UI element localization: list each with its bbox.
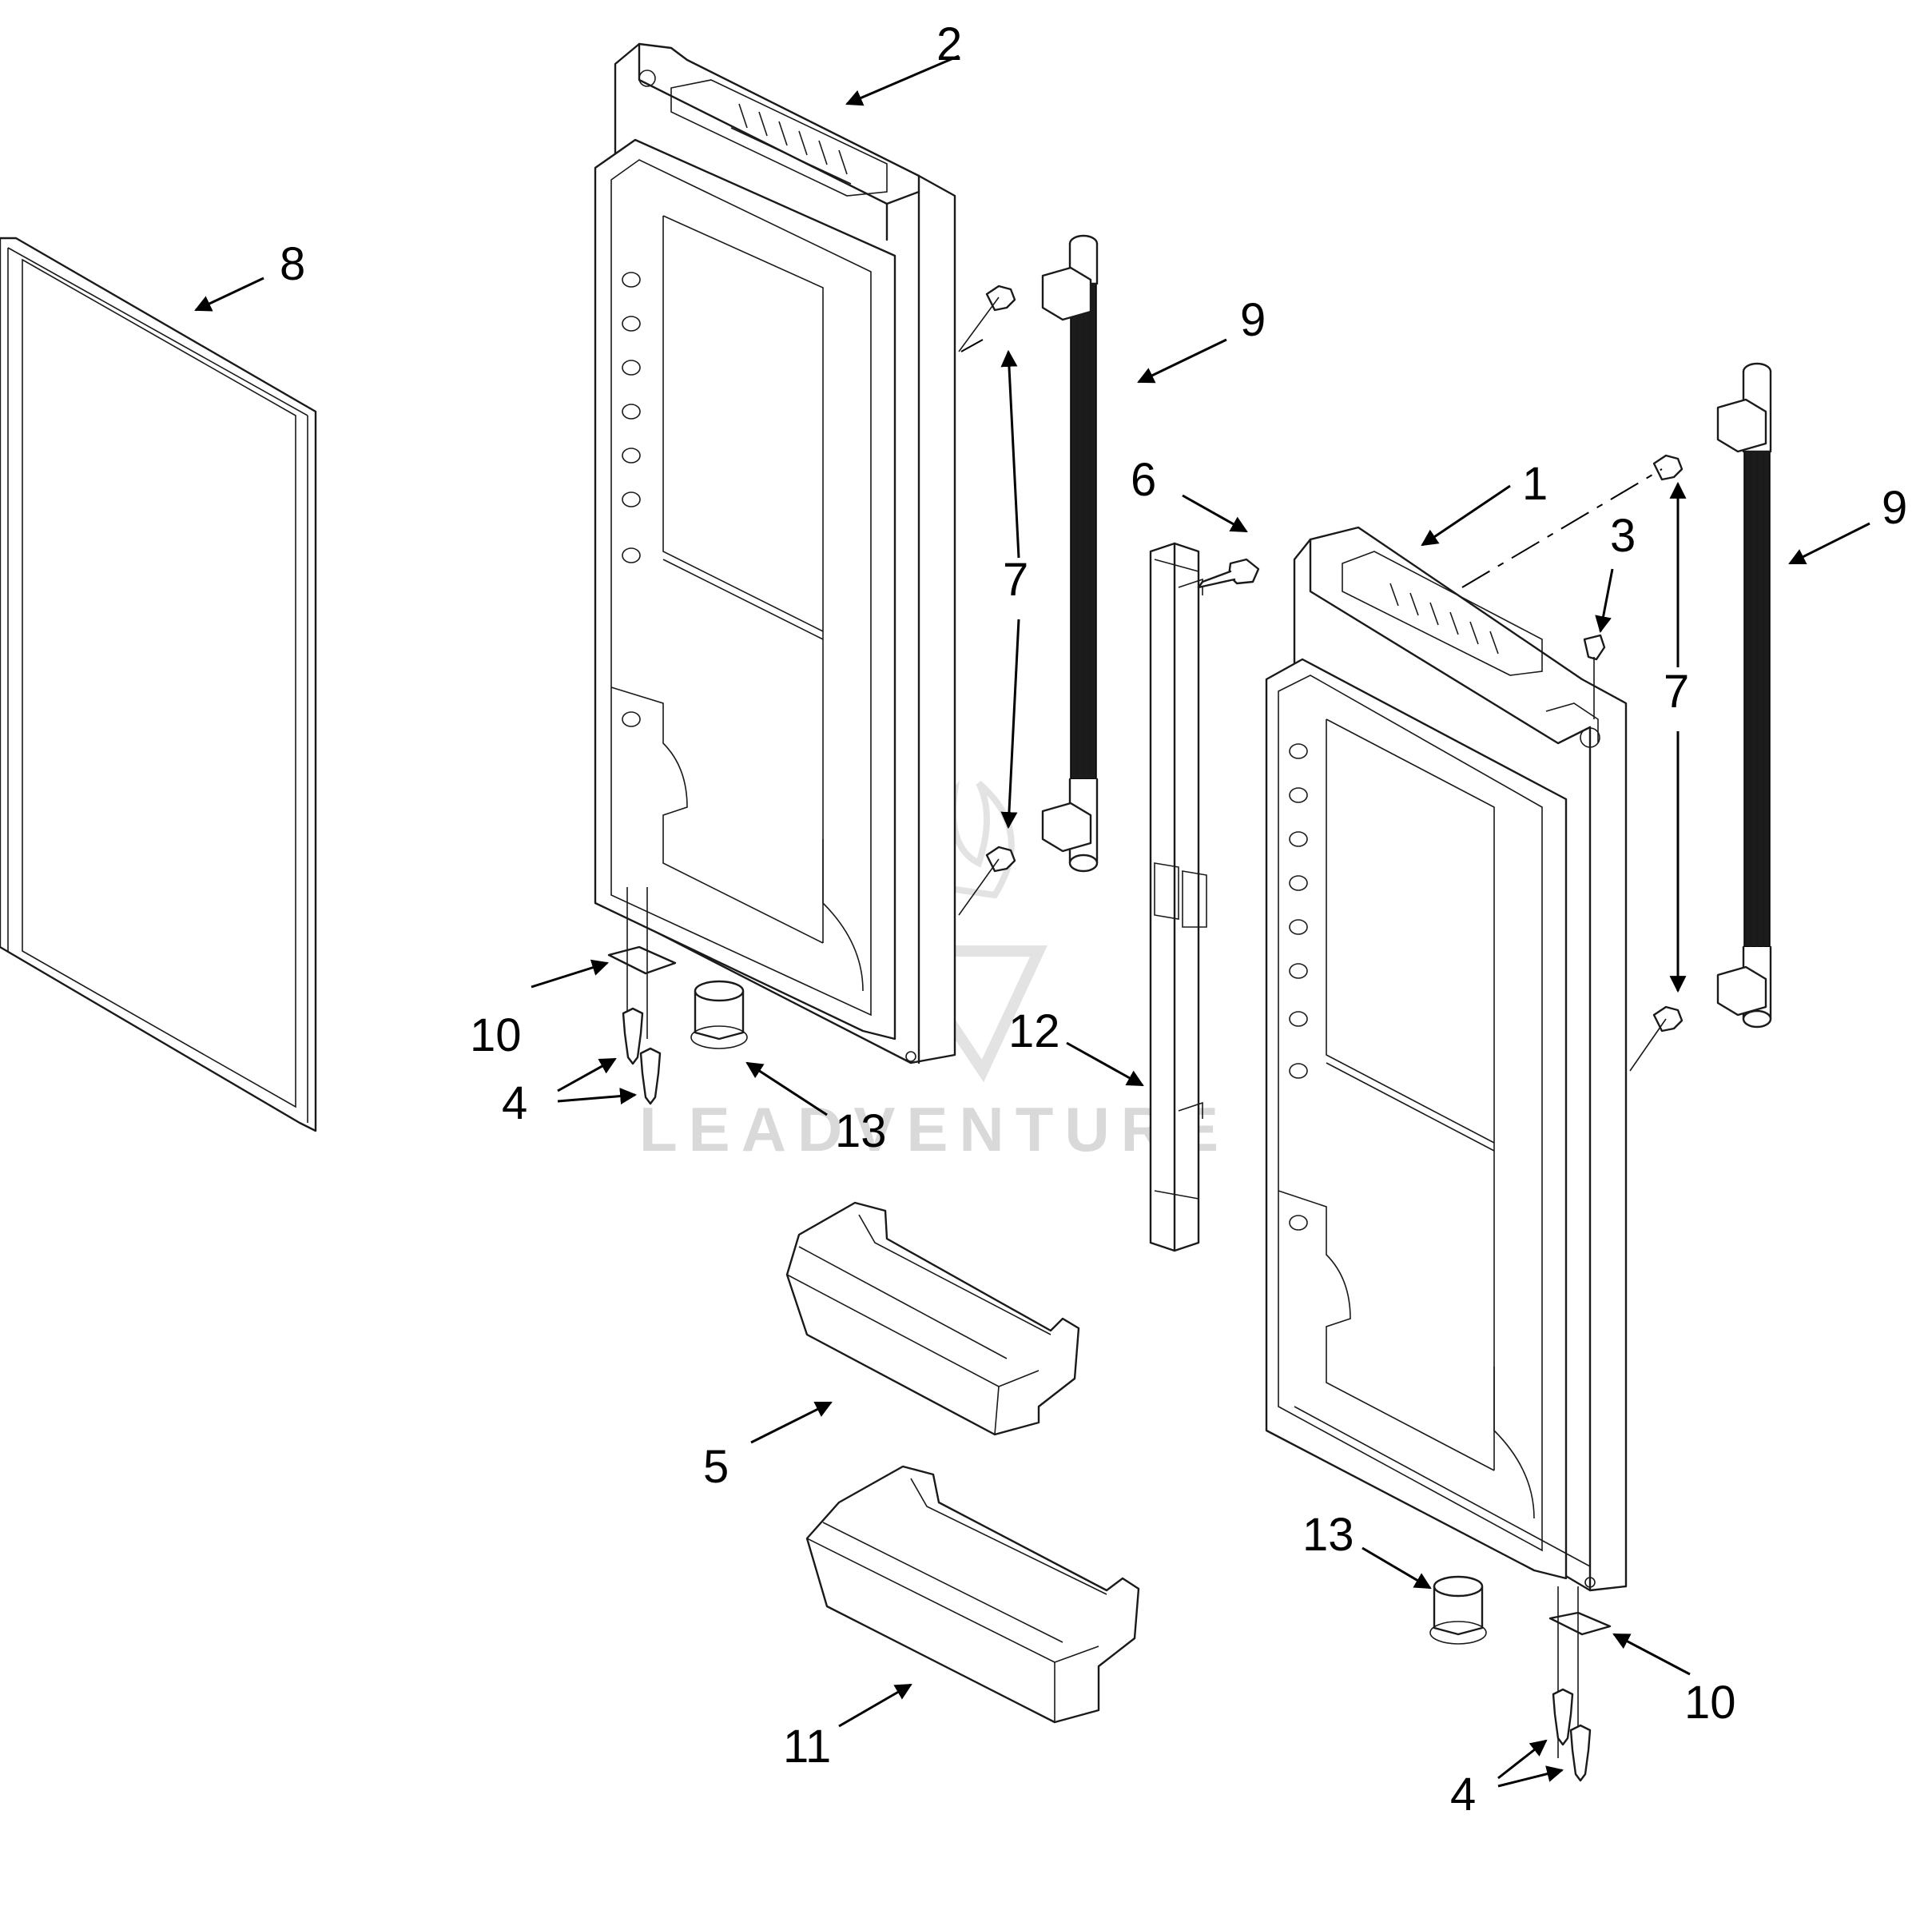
hinge-parts-left <box>607 887 677 1105</box>
callout-7-left: 7 <box>1003 554 1028 606</box>
handle-right <box>1716 362 1772 1029</box>
callout-4-right: 4 <box>1450 1769 1476 1821</box>
callout-2: 2 <box>936 18 962 70</box>
bushing-13-left <box>690 980 748 1049</box>
callout-4-left: 4 <box>502 1077 527 1129</box>
callout-12: 12 <box>1008 1005 1060 1057</box>
plug-3 <box>1583 634 1606 719</box>
callout-10-right: 10 <box>1684 1677 1736 1729</box>
mullion-flipper <box>1149 542 1207 1252</box>
callout-labels: 2 8 9 6 1 3 9 7 7 10 12 4 13 5 13 10 11 … <box>280 18 1907 1821</box>
assembly-lines <box>960 339 1663 588</box>
callout-13-right: 13 <box>1302 1509 1354 1561</box>
callout-1: 1 <box>1522 458 1548 510</box>
door-bin-5 <box>785 1201 1080 1436</box>
door-bin-11 <box>805 1465 1140 1724</box>
callout-10-left: 10 <box>470 1009 522 1061</box>
callout-7-right: 7 <box>1664 666 1689 718</box>
hinge-parts-right <box>1548 1586 1612 1782</box>
handle-studs <box>958 285 1684 1072</box>
callout-8: 8 <box>280 238 305 290</box>
callout-6: 6 <box>1131 454 1156 506</box>
watermark-text: LEADVENTURE <box>639 1094 1230 1164</box>
callout-13-left: 13 <box>835 1105 887 1157</box>
callout-3: 3 <box>1610 510 1636 562</box>
door-gasket <box>0 237 317 1132</box>
handle-left <box>1041 234 1099 873</box>
bushing-13-right <box>1429 1575 1487 1645</box>
left-door-liner <box>594 42 956 1064</box>
callout-9-left: 9 <box>1240 294 1266 346</box>
screw-6 <box>1197 558 1260 589</box>
callout-9-right: 9 <box>1882 482 1907 534</box>
right-door-liner <box>1265 526 1628 1592</box>
callout-5: 5 <box>703 1441 729 1493</box>
leader-arrows <box>194 54 1870 1788</box>
callout-11: 11 <box>783 1721 831 1773</box>
